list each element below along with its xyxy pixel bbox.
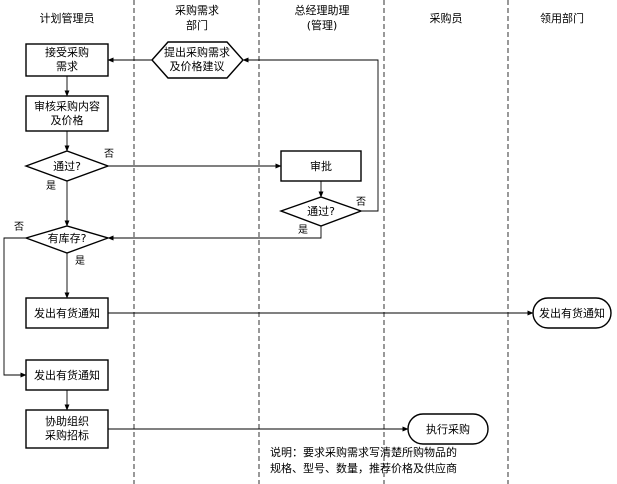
node-propose-request-text: 提出采购需求及价格建议 <box>164 45 230 73</box>
connectors <box>3 57 534 432</box>
node-propose-request <box>151 41 244 79</box>
node-notice-in-stock-b-text: 发出有货通知 <box>34 368 100 382</box>
edge-pass2-no-to-propose <box>242 57 379 212</box>
lane-header-using-dept: 领用部门 <box>540 11 584 25</box>
node-decision-pass-2-text: 通过? <box>307 205 335 218</box>
node-notice-in-stock-a <box>25 297 109 329</box>
label-stock-no: 否 <box>14 221 24 233</box>
edge-labels: 否 是 否 是 否 是 <box>14 148 366 267</box>
label-stock-yes: 是 <box>75 255 85 267</box>
label-pass1-yes: 是 <box>46 180 56 192</box>
node-approve-text: 审批 <box>310 159 332 173</box>
lane-dividers <box>133 0 509 484</box>
node-texts: 接受采购需求 提出采购需求及价格建议 审核采购内容及价格 通过? 审批 通过? … <box>34 45 605 442</box>
label-pass2-no: 否 <box>356 196 366 208</box>
node-assist-bidding <box>25 409 109 449</box>
node-decision-in-stock <box>23 225 111 254</box>
nodes <box>23 41 612 449</box>
node-decision-pass-2 <box>278 196 364 227</box>
label-pass2-yes: 是 <box>298 224 308 236</box>
node-approve <box>280 150 362 182</box>
node-notice-in-stock-c <box>532 297 612 329</box>
footnote: 说明：要求采购需求写清楚所购物品的规格、型号、数量，推荐价格及供应商 <box>270 445 457 475</box>
edge-stock-no-to-notice-b <box>3 237 27 378</box>
node-notice-in-stock-a-text: 发出有货通知 <box>34 306 100 320</box>
lane-headers: 计划管理员 采购需求部门 总经理助理(管理) 采购员 领用部门 <box>40 3 585 32</box>
node-notice-in-stock-c-text: 发出有货通知 <box>539 306 605 320</box>
lane-header-plan-admin: 计划管理员 <box>40 11 95 25</box>
lane-header-requesting-dept: 采购需求部门 <box>175 3 219 32</box>
node-receive-request-text: 接受采购需求 <box>45 45 89 73</box>
node-assist-bidding-text: 协助组织采购招标 <box>45 414 89 442</box>
node-decision-pass-1 <box>23 150 111 182</box>
node-receive-request <box>25 43 109 77</box>
lane-header-buyer: 采购员 <box>430 11 463 25</box>
lane-header-gm-assistant: 总经理助理(管理) <box>295 3 350 32</box>
node-decision-in-stock-text: 有库存? <box>48 231 87 245</box>
node-execute-purchase-text: 执行采购 <box>426 422 470 436</box>
node-review-content <box>25 95 109 132</box>
node-execute-purchase <box>407 413 489 445</box>
label-pass1-no: 否 <box>104 148 114 160</box>
node-notice-in-stock-b <box>25 359 109 391</box>
node-review-content-text: 审核采购内容及价格 <box>34 99 100 127</box>
node-decision-pass-1-text: 通过? <box>53 160 81 173</box>
edge-pass2-yes-to-stock <box>107 226 322 241</box>
